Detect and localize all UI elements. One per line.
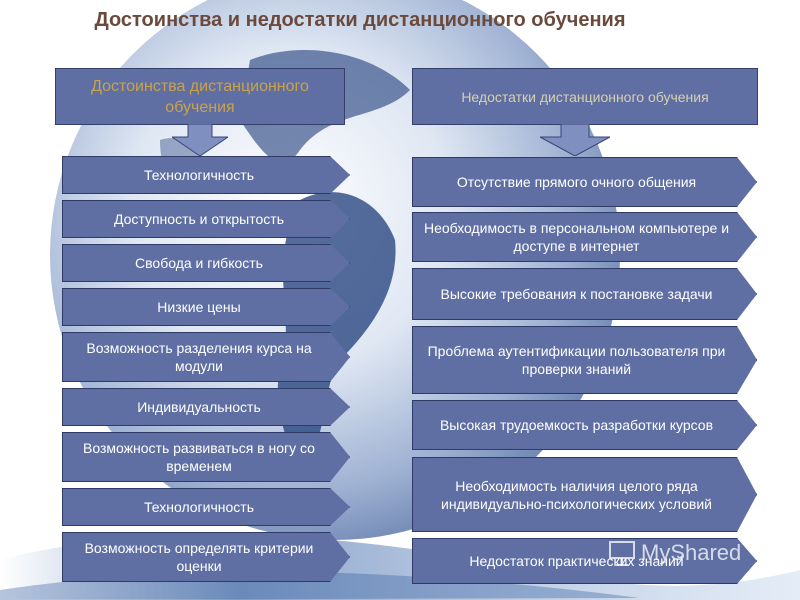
advantages-header: Достоинства дистанционного обучения [55, 68, 345, 125]
advantage-item: Индивидуальность [62, 388, 350, 426]
advantage-item: Технологичность [62, 156, 350, 194]
disadvantage-item: Необходимость в персональном компьютере … [412, 212, 757, 262]
disadvantage-item: Высокие требования к постановке задачи [412, 268, 757, 320]
advantage-item: Свобода и гибкость [62, 244, 350, 282]
down-arrow-icon [540, 124, 610, 156]
disadvantage-item: Отсутствие прямого очного общения [412, 157, 757, 207]
down-arrow-icon [172, 124, 228, 156]
page-title: Достоинства и недостатки дистанционного … [94, 9, 626, 31]
advantage-item: Возможность разделения курса на модули [62, 332, 350, 382]
watermark-text: MyShared [641, 540, 742, 565]
advantage-item: Возможность определять критерии оценки [62, 532, 350, 582]
advantage-item: Технологичность [62, 488, 350, 526]
watermark: MyShared [607, 538, 741, 568]
advantage-item: Низкие цены [62, 288, 350, 326]
advantage-item: Возможность развиваться в ногу со времен… [62, 432, 350, 482]
disadvantages-header: Недостатки дистанционного обучения [412, 68, 758, 125]
advantage-item: Доступность и открытость [62, 200, 350, 238]
disadvantage-item: Высокая трудоемкость разработки курсов [412, 400, 757, 450]
disadvantage-item: Необходимость наличия целого ряда индиви… [412, 457, 757, 532]
presentation-icon [609, 541, 635, 566]
disadvantage-item: Проблема аутентификации пользователя при… [412, 326, 757, 394]
